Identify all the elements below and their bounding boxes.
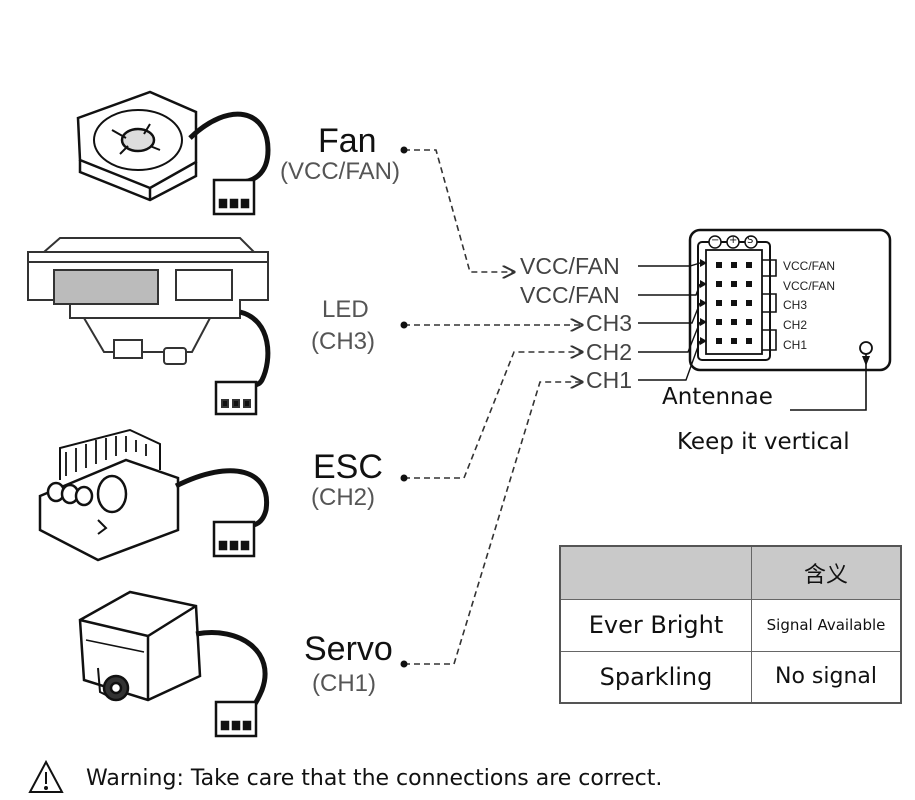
state-cell: Ever Bright	[559, 598, 752, 652]
fan-illustration	[76, 90, 271, 216]
table-row: Ever Bright Signal Available	[559, 598, 902, 652]
warning-text: Warning: Take care that the connections …	[86, 766, 663, 791]
minus-symbol: −	[711, 235, 720, 246]
signal-symbol: S	[747, 235, 754, 246]
wire-dots	[400, 146, 408, 668]
meaning-cell: Signal Available	[751, 598, 902, 652]
led-indicator	[859, 341, 873, 355]
pin-label-vccfan-2: VCC/FAN	[783, 279, 836, 293]
esc-wire	[404, 352, 582, 479]
meaning-cell: No signal	[751, 650, 902, 704]
table-row: Sparkling No signal	[559, 650, 902, 704]
plus-symbol: +	[729, 235, 738, 246]
servo-wire	[404, 382, 582, 665]
led-label: LED	[322, 296, 369, 323]
led-illustration	[27, 237, 271, 416]
pin-label-ch2: CH2	[783, 318, 808, 332]
led-status-table: 含义 Ever Bright Signal Available Sparklin…	[559, 545, 902, 704]
esc-channel-label: (CH2)	[311, 484, 375, 511]
table-header-cell	[559, 545, 752, 600]
pin-arrowheads	[700, 259, 870, 366]
port-label-ch3: CH3	[586, 310, 633, 336]
servo-label: Servo	[304, 630, 393, 668]
port-label-vccfan-1: VCC/FAN	[520, 253, 620, 279]
antenna-note: Keep it vertical	[677, 429, 850, 455]
fan-label: Fan	[318, 122, 377, 160]
port-label-vccfan-2: VCC/FAN	[520, 282, 620, 308]
servo-illustration	[78, 590, 268, 738]
esc-label: ESC	[313, 448, 383, 486]
receiver	[638, 228, 892, 411]
fan-wire	[404, 149, 514, 272]
antenna-label: Antennae	[662, 384, 773, 410]
port-label-ch1: CH1	[586, 367, 633, 393]
wiring-lines	[404, 149, 582, 665]
fan-channel-label: (VCC/FAN)	[280, 158, 400, 185]
table-header-meaning: 含义	[751, 545, 902, 600]
led-channel-label: (CH3)	[311, 328, 375, 355]
state-cell: Sparkling	[559, 650, 752, 704]
pin-label-vccfan-1: VCC/FAN	[783, 259, 836, 273]
warning-triangle-icon	[28, 759, 64, 793]
esc-illustration	[38, 428, 270, 562]
servo-channel-label: (CH1)	[312, 670, 376, 697]
pin-label-ch1: CH1	[783, 338, 808, 352]
port-label-ch2: CH2	[586, 339, 633, 365]
pin-label-ch3: CH3	[783, 298, 808, 312]
table-header-row: 含义	[559, 545, 902, 600]
